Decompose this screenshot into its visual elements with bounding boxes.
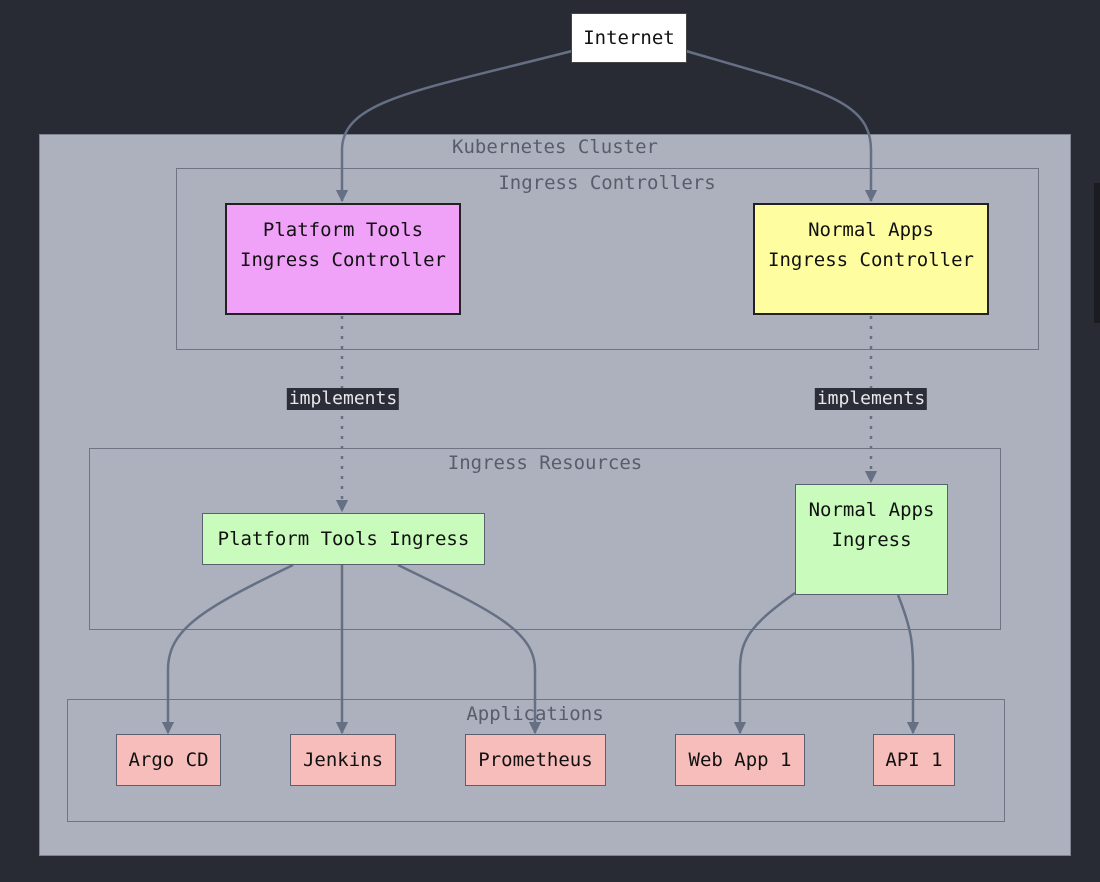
ingress-resources-group xyxy=(89,448,1001,630)
app-node-prometheus[interactable]: Prometheus xyxy=(465,734,606,786)
app-node-argo-cd[interactable]: Argo CD xyxy=(116,734,221,786)
ingress-controllers-label: Ingress Controllers xyxy=(498,172,716,194)
ingress-controllers-group xyxy=(176,168,1039,350)
applications-label: Applications xyxy=(466,703,604,725)
implements-label-right: implements xyxy=(814,388,928,410)
platform-tools-ingress-node[interactable]: Platform Tools Ingress xyxy=(202,513,485,565)
normal-apps-ingress-node[interactable]: Normal Apps Ingress xyxy=(795,484,948,595)
app-node-api-1[interactable]: API 1 xyxy=(873,734,955,786)
platform-tools-ingress-controller-node[interactable]: Platform Tools Ingress Controller xyxy=(225,203,461,315)
implements-label-left: implements xyxy=(286,388,400,410)
normal-apps-ingress-controller-node[interactable]: Normal Apps Ingress Controller xyxy=(753,203,989,315)
app-node-web-app-1[interactable]: Web App 1 xyxy=(675,734,805,786)
ingress-resources-label: Ingress Resources xyxy=(447,452,643,474)
kubernetes-cluster-label: Kubernetes Cluster xyxy=(452,136,658,158)
app-node-jenkins[interactable]: Jenkins xyxy=(290,734,396,786)
scrollbar[interactable] xyxy=(1094,183,1100,323)
internet-node[interactable]: Internet xyxy=(571,13,687,63)
